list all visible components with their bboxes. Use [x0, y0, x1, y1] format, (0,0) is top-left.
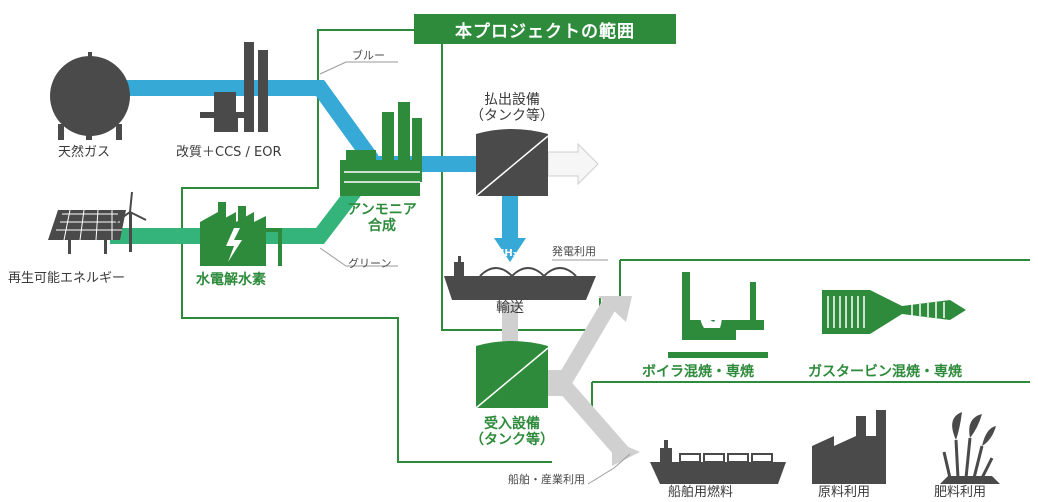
project-scope-banner: 本プロジェクトの範囲: [414, 14, 676, 44]
boiler-label: ボイラ混焼・専焼: [642, 364, 754, 380]
reforming-label: 改質＋CCS / EOR: [176, 145, 282, 160]
blue-route-label: ブルー: [352, 49, 385, 62]
ammonia-synthesis-label: アンモニア 合成: [347, 202, 417, 235]
reforming-plant-icon: [200, 42, 268, 132]
electrolysis-label: 水電解水素: [196, 272, 266, 288]
renewable-energy-label: 再生可能エネルギー: [8, 271, 126, 286]
down-arrow: [494, 238, 526, 262]
receiving-facility-label: 受入設備 （タンク等）: [470, 416, 554, 449]
wind-turbine-icon: [115, 191, 147, 252]
export-tank-icon: [475, 129, 549, 197]
ammonia-plant-icon: [340, 102, 422, 196]
boiler-icon: [668, 272, 768, 358]
cargo-ship-icon: [650, 440, 786, 484]
solar-panel-icon: [48, 209, 126, 254]
natural-gas-tank-icon: [50, 52, 130, 140]
transport-label: 輸送: [496, 300, 524, 316]
to-industry-flow: [548, 380, 629, 458]
export-facility-label: 払出設備 （タンク等）: [470, 92, 554, 125]
transport-to-receive-flow: [502, 302, 518, 342]
electrolysis-plant-icon: [200, 202, 282, 266]
fertilizer-label: 肥料利用: [934, 485, 987, 500]
nh3-label: NH₃: [496, 248, 518, 259]
gas-turbine-icon: [822, 290, 966, 334]
power-use-label: 発電利用: [552, 245, 596, 258]
raw-material-label: 原料利用: [818, 485, 871, 500]
factory-icon: [812, 410, 886, 484]
rice-plant-icon: [940, 412, 1000, 484]
ship-industry-use-label: 船舶・産業利用: [508, 473, 585, 486]
gas-turbine-label: ガスタービン混焼・専焼: [808, 364, 962, 380]
ship-fuel-label: 船舶用燃料: [668, 485, 734, 500]
natural-gas-label: 天然ガス: [58, 145, 111, 160]
to-power-flow: [548, 295, 619, 386]
blue-flow-arrow: [110, 80, 379, 165]
receiving-tank-icon: [475, 341, 549, 409]
export-arrow: [547, 142, 599, 186]
transport-ship-icon: [444, 256, 596, 300]
green-route-label: グリーン: [348, 257, 392, 270]
scope-outline-left: [181, 29, 552, 463]
